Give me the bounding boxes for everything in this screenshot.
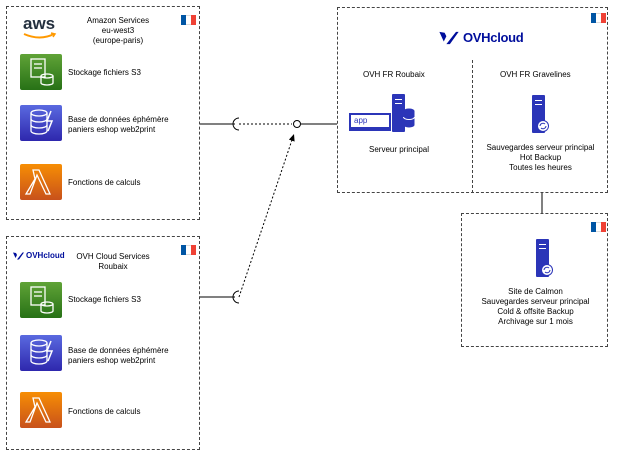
aws-link xyxy=(200,117,292,131)
france-flag-icon xyxy=(181,245,196,255)
junction-node xyxy=(293,120,301,128)
ovh-database-label: Base de données éphémère paniers eshop w… xyxy=(68,346,169,365)
france-flag-icon xyxy=(591,13,606,23)
gravelines-caption: Sauvegardes serveur principal Hot Backup… xyxy=(486,143,595,172)
lambda-icon xyxy=(20,392,62,428)
s3-bucket-icon xyxy=(20,54,62,90)
app-server-icon: app xyxy=(349,94,415,138)
dynamodb-icon xyxy=(20,335,62,371)
calmon-caption: Site de Calmon Sauvegardes serveur princ… xyxy=(481,287,590,326)
ovh-s3-label: Stockage fichiers S3 xyxy=(68,295,141,304)
ovhcloud-logo: OVHcloud xyxy=(438,30,524,45)
ovh-datacenters-group: OVHcloud OVH FR Roubaix app Serveur prin… xyxy=(337,7,608,193)
backup-server-icon xyxy=(532,95,549,135)
dynamodb-icon xyxy=(20,105,62,141)
calmon-site-group: Site de Calmon Sauvegardes serveur princ… xyxy=(461,213,608,347)
roubaix-title: OVH FR Roubaix xyxy=(363,70,425,79)
app-label: app xyxy=(351,115,389,127)
aws-dynamodb-label: Base de données éphémère paniers eshop w… xyxy=(68,115,169,134)
ovh-services-group: OVHcloud OVH Cloud Services Roubaix Stoc… xyxy=(6,236,200,450)
aws-logo: aws xyxy=(23,15,63,41)
aws-group-title: Amazon Services eu-west3 (europe-paris) xyxy=(86,16,150,45)
ovh-services-title: OVH Cloud Services Roubaix xyxy=(76,252,150,271)
france-flag-icon xyxy=(181,15,196,25)
aws-s3-label: Stockage fichiers S3 xyxy=(68,68,141,77)
datacenter-divider xyxy=(472,60,473,193)
gravelines-title: OVH FR Gravelines xyxy=(500,70,571,79)
s3-bucket-icon xyxy=(20,282,62,318)
aws-services-group: aws Amazon Services eu-west3 (europe-par… xyxy=(6,6,200,220)
ovhcloud-logo: OVHcloud xyxy=(13,251,65,260)
aws-lambda-label: Fonctions de calculs xyxy=(68,178,141,187)
lambda-icon xyxy=(20,164,62,200)
server-label: Serveur principal xyxy=(369,145,430,154)
ovh-services-link xyxy=(200,133,295,304)
france-flag-icon xyxy=(591,222,606,232)
ovh-functions-label: Fonctions de calculs xyxy=(68,407,141,416)
archive-server-icon xyxy=(536,239,553,279)
